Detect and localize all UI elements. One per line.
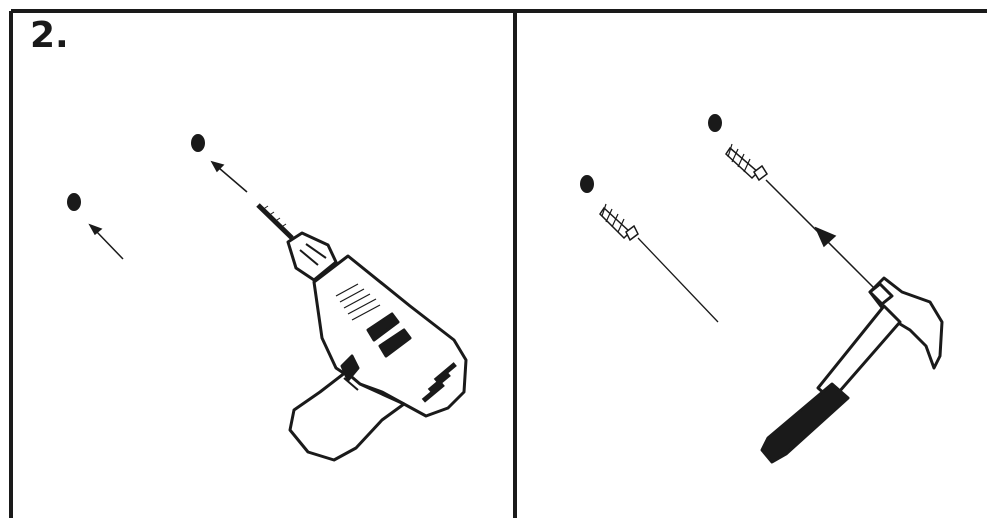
guide-line-1 bbox=[638, 238, 718, 322]
wall-hole-mark-2 bbox=[708, 114, 722, 132]
drill-hole-mark-2 bbox=[191, 134, 205, 152]
panel-borders bbox=[11, 11, 987, 518]
drill-icon bbox=[258, 205, 466, 460]
drill-hole-mark-1 bbox=[67, 193, 81, 211]
right-panel bbox=[580, 114, 942, 462]
wall-plug-icon-2 bbox=[726, 144, 767, 180]
hammer-icon bbox=[762, 278, 942, 462]
direction-arrow-3 bbox=[766, 180, 876, 290]
step-number-label: 2. bbox=[30, 18, 69, 54]
left-panel bbox=[67, 134, 466, 460]
wall-hole-mark-1 bbox=[580, 175, 594, 193]
direction-arrow-1 bbox=[90, 225, 123, 259]
wall-plug-icon-1 bbox=[600, 204, 638, 240]
direction-arrow-2 bbox=[212, 162, 247, 192]
